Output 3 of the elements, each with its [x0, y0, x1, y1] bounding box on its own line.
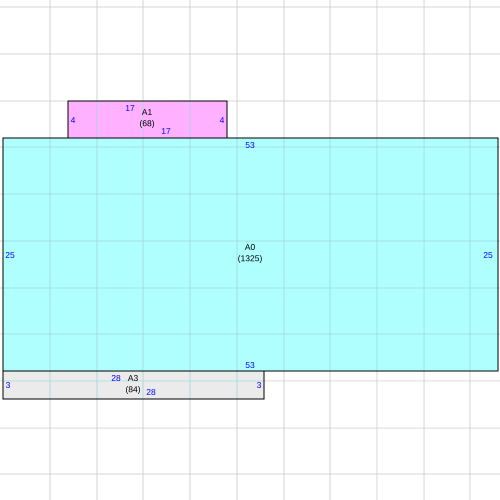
rectangle-box: 53 25 A0 (1325) 25 53 — [2, 138, 498, 372]
rectangle-box: 17 4 A1 (68) 4 17 — [68, 100, 228, 138]
rectangle-box: 28 3 A3 (84) 3 28 — [2, 370, 264, 400]
